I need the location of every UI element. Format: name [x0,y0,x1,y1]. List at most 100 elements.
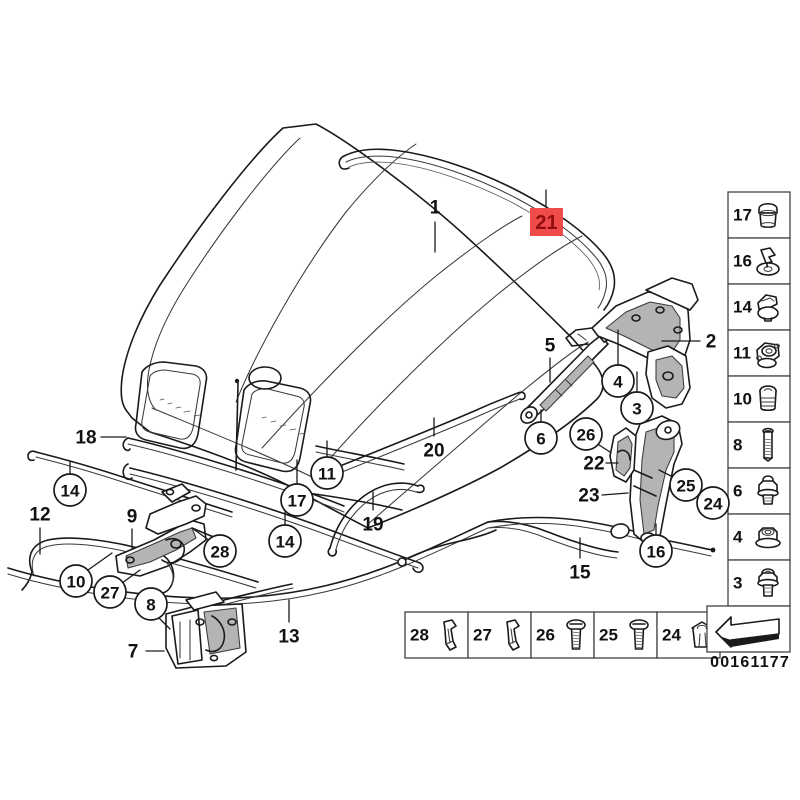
callout-22[interactable]: 22 [583,454,619,475]
long-screw-icon [762,427,774,462]
part-box-28[interactable]: 28 [404,611,469,659]
part-box-25[interactable]: 25 [593,611,658,659]
hinge-plate-2-graphic [565,277,699,409]
callout-20[interactable]: 20 [423,417,445,462]
part-box-4[interactable]: 4 [727,513,791,561]
hood-panel-graphic [120,123,604,529]
callout-9[interactable]: 9 [127,507,138,549]
callout-number: 23 [578,486,599,507]
part-box-27[interactable]: 27 [467,611,532,659]
callout-number: 6 [536,430,545,449]
callout-number: 5 [545,336,556,357]
callout-number: 24 [704,495,723,514]
part-number-label: 10 [733,390,752,409]
cable-tail-graphic [397,529,497,567]
part-box-3[interactable]: 3 [727,559,791,607]
callout-16[interactable]: 16 [639,523,673,568]
diagram-watermark: 00161177 [710,654,790,671]
part-number-label: 16 [733,252,752,271]
part-box-11[interactable]: 11 [727,329,791,377]
callout-number: 25 [677,477,696,496]
direction-arrow-icon [715,616,780,648]
part-box-10[interactable]: 10 [727,375,791,423]
callout-number: 14 [276,533,295,552]
callout-19[interactable]: 19 [362,491,384,536]
trim-bar-18-graphic [122,437,345,513]
callout-number: 7 [128,642,139,663]
callout-27[interactable]: 27 [93,569,141,609]
bracket-mount-icon [756,342,780,369]
direction-arrow-box [706,605,791,653]
callout-25[interactable]: 25 [658,468,703,502]
callout-number: 16 [647,543,666,562]
callout-6[interactable]: 6 [524,409,558,455]
callout-28[interactable]: 28 [191,527,237,568]
part-number-label: 27 [473,626,492,645]
part-box-8[interactable]: 8 [727,421,791,469]
callout-4[interactable]: 4 [601,329,635,398]
callout-11[interactable]: 11 [310,440,344,490]
part-number-label: 26 [536,626,555,645]
callout-14[interactable]: 14 [268,511,302,558]
callout-8[interactable]: 8 [134,587,171,630]
callout-number: 2 [706,332,717,353]
callout-number: 12 [29,505,50,526]
part-number-label: 25 [599,626,618,645]
hood-latch-7-graphic [165,583,294,669]
callout-number: 8 [146,596,155,615]
callout-number: 13 [278,627,299,648]
callout-number: 27 [101,584,120,603]
part-box-14[interactable]: 14 [727,283,791,331]
callout-number: 14 [61,482,80,501]
callout-5[interactable]: 5 [545,336,556,383]
seal-strip-20-graphic [330,391,526,479]
highlight-badge-21[interactable]: 21 [530,189,563,236]
callout-number: 18 [75,428,96,449]
part-box-16[interactable]: 16 [727,237,791,285]
callout-26[interactable]: 26 [569,417,611,453]
seal-strip-19-graphic [327,482,425,557]
callout-17[interactable]: 17 [280,459,314,517]
part-number-label: 3 [733,574,742,593]
highlight-number: 21 [535,212,557,234]
bent-clip-icon [443,619,457,651]
callout-number: 17 [288,492,307,511]
part-number-label: 4 [733,528,743,547]
callout-number: 22 [583,454,604,475]
callout-number: 1 [430,198,441,219]
callout-7[interactable]: 7 [128,642,165,663]
part-number-label: 11 [733,344,751,363]
callout-number: 15 [569,563,591,584]
part-box-17[interactable]: 17 [727,191,791,239]
callout-number: 11 [318,465,336,484]
flange-nut-icon [755,527,781,549]
part-number-label: 8 [733,436,742,455]
callout-10[interactable]: 10 [59,552,113,598]
bent-clip-icon [506,619,520,651]
cable-clip-icon [756,247,780,276]
expansion-rivet-icon [759,385,777,412]
callout-12[interactable]: 12 [29,505,51,555]
callout-15[interactable]: 15 [569,537,591,584]
callout-13[interactable]: 13 [278,599,300,648]
part-number-label: 6 [733,482,742,501]
callout-23[interactable]: 23 [578,486,629,507]
callout-number: 28 [211,543,230,562]
lock-bracket-9-graphic [115,483,207,595]
part-box-26[interactable]: 26 [530,611,595,659]
callout-3[interactable]: 3 [620,371,654,425]
callout-number: 4 [613,373,623,392]
callout-18[interactable]: 18 [75,428,127,449]
callout-2[interactable]: 2 [661,332,717,353]
callout-14[interactable]: 14 [53,461,87,507]
part-number-label: 28 [410,626,429,645]
part-number-label: 17 [733,206,752,225]
part-number-label: 14 [733,298,752,317]
callout-number: 9 [127,507,138,528]
callout-1[interactable]: 1 [430,198,441,253]
part-box-6[interactable]: 6 [727,467,791,515]
